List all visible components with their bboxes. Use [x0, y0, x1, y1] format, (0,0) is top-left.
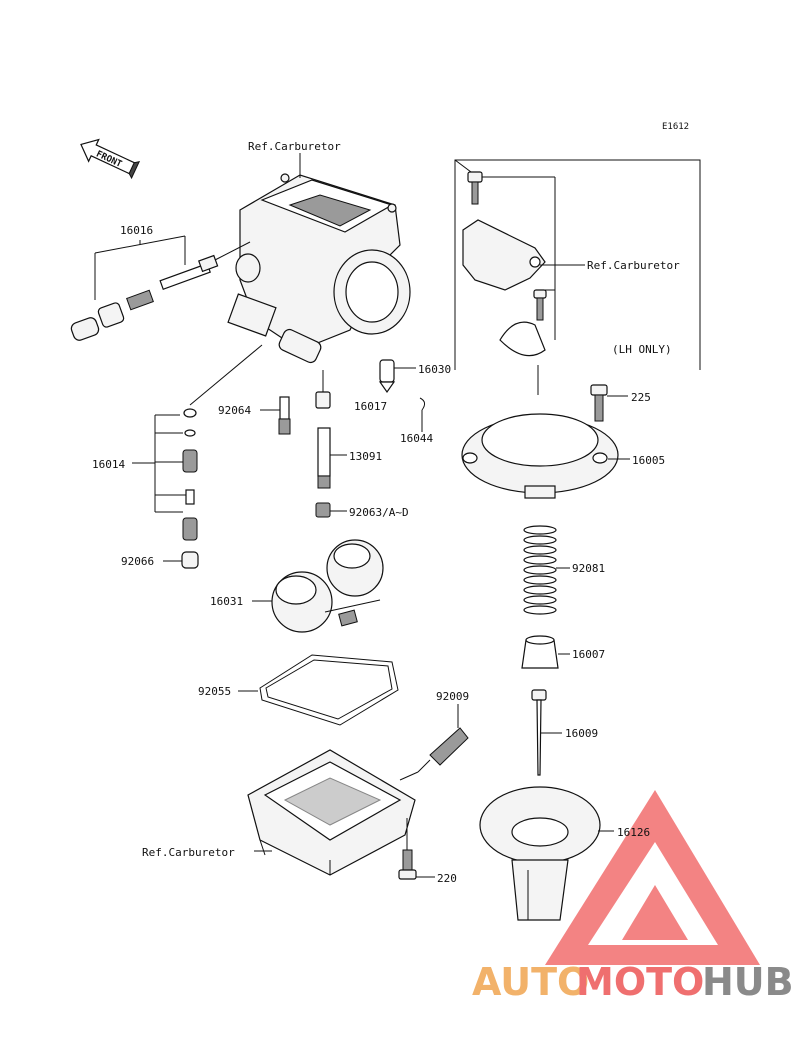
label-92063: 92063/A~D	[349, 506, 409, 519]
part-16126-diaphragm	[479, 786, 601, 921]
part-92064-jet	[278, 396, 291, 435]
watermark-text-auto: AUTO	[472, 960, 589, 1004]
label-16030: 16030	[418, 363, 451, 376]
label-92081: 92081	[572, 562, 605, 575]
watermark-text-moto: MOTO	[576, 960, 704, 1004]
group-bracket-outline	[454, 159, 701, 370]
label-16031: 16031	[210, 595, 243, 608]
label-92009: 92009	[436, 690, 469, 703]
label-16017: 16017	[354, 400, 387, 413]
part-16031-float	[271, 539, 384, 633]
part-92009-screw	[417, 727, 469, 773]
watermark-text-hub: HUB	[702, 960, 794, 1004]
label-ref-carburetor-bottom: Ref.Carburetor	[142, 846, 235, 859]
part-92081-spring	[523, 525, 557, 615]
label-ref-carburetor-top: Ref.Carburetor	[248, 140, 341, 153]
part-16009-jet-needle	[531, 689, 547, 776]
part-225-screw	[590, 384, 608, 422]
part-bracket	[462, 219, 546, 291]
part-13091-needle-jet	[317, 427, 331, 477]
label-225: 225	[631, 391, 651, 404]
part-92066-cap	[181, 551, 199, 569]
part-16030-float-valve	[378, 359, 396, 394]
note-lh-only: (LH ONLY)	[612, 343, 672, 356]
label-16016: 16016	[120, 224, 153, 237]
part-16005-top-cover	[461, 413, 619, 499]
diagram-code: E1612	[662, 122, 689, 132]
label-92064: 92064	[218, 404, 251, 417]
label-92055: 92055	[198, 685, 231, 698]
part-16017-holder	[315, 391, 331, 409]
part-16007-needle-holder	[521, 635, 559, 669]
watermark-text: AUTO MOTO HUB	[472, 960, 794, 1004]
label-92066: 92066	[121, 555, 154, 568]
part-92063-main-jet	[315, 502, 331, 518]
part-screw-top	[467, 171, 483, 205]
label-13091: 13091	[349, 450, 382, 463]
watermark-logo	[545, 790, 760, 965]
label-16005: 16005	[632, 454, 665, 467]
part-16044-clip	[419, 397, 426, 411]
watermark-triangle-core	[622, 885, 688, 940]
front-arrow: FRONT	[80, 138, 141, 180]
label-ref-carburetor-right: Ref.Carburetor	[587, 259, 680, 272]
carburetor-body	[227, 173, 411, 364]
label-16009: 16009	[565, 727, 598, 740]
part-cable-holder	[499, 321, 546, 357]
part-220-screw	[398, 849, 417, 880]
part-16016-screw-assembly	[70, 254, 219, 341]
label-16126: 16126	[617, 826, 650, 839]
label-220: 220	[437, 872, 457, 885]
label-16014: 16014	[92, 458, 125, 471]
part-92055-gasket	[259, 654, 399, 726]
label-16007: 16007	[572, 648, 605, 661]
label-16044: 16044	[400, 432, 433, 445]
float-bowl	[247, 749, 416, 876]
part-16014-stack	[182, 408, 198, 541]
